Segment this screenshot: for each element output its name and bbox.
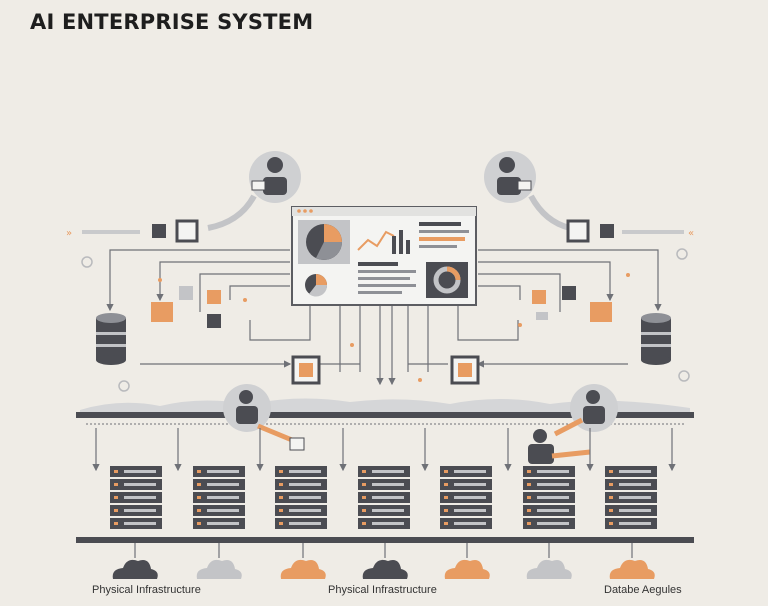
database-icon (641, 313, 671, 365)
person-icon (484, 151, 571, 231)
caption-physical-infrastructure-2: Physical Infrastructure (328, 584, 437, 596)
node-square (175, 219, 199, 243)
cloud-icon (112, 559, 158, 579)
server-connectors (92, 428, 676, 472)
node-square (590, 302, 612, 322)
edge-decor-right: « (622, 228, 694, 239)
pie-chart-icon (298, 220, 350, 264)
node-square (207, 290, 221, 304)
node-square (536, 312, 548, 320)
cloud-icon (444, 559, 490, 579)
server-rack-icon (605, 466, 657, 529)
clouds (112, 559, 655, 579)
caption-database-modules: Databe Aegules (604, 584, 682, 596)
lower-bus (76, 537, 694, 543)
node-square (562, 286, 576, 300)
node-square (179, 286, 193, 300)
node-square (151, 302, 173, 322)
node-square (152, 224, 166, 238)
server-rack-icon (358, 466, 410, 529)
cloud-icon (609, 559, 655, 579)
node-square (207, 314, 221, 328)
bar-chart-icon (354, 220, 412, 256)
node-square (532, 290, 546, 304)
node-square (566, 219, 590, 243)
dashboard-icon (291, 206, 477, 306)
node-square (600, 224, 614, 238)
cloud-connectors (134, 543, 633, 558)
connectors (106, 249, 662, 386)
caption-physical-infrastructure-1: Physical Infrastructure (92, 584, 201, 596)
server-rack-icon (110, 466, 162, 529)
diagram-title: AI ENTERPRISE SYSTEM (30, 10, 314, 34)
server-rack-icon (193, 466, 245, 529)
server-racks (110, 466, 657, 529)
cloud-icon (196, 559, 242, 579)
server-rack-icon (440, 466, 492, 529)
person-icon (553, 384, 618, 437)
cloud-icon (362, 559, 408, 579)
person-icon (528, 429, 591, 464)
person-icon (223, 384, 305, 451)
server-rack-icon (523, 466, 575, 529)
hub-node (450, 355, 480, 385)
svg-text:»: » (66, 228, 72, 239)
person-icon (207, 151, 301, 231)
cloud-icon (526, 559, 572, 579)
server-rack-icon (275, 466, 327, 529)
cloud-icon (280, 559, 326, 579)
database-icon (96, 313, 126, 365)
svg-text:«: « (688, 228, 694, 239)
edge-decor-left: » (66, 228, 140, 239)
